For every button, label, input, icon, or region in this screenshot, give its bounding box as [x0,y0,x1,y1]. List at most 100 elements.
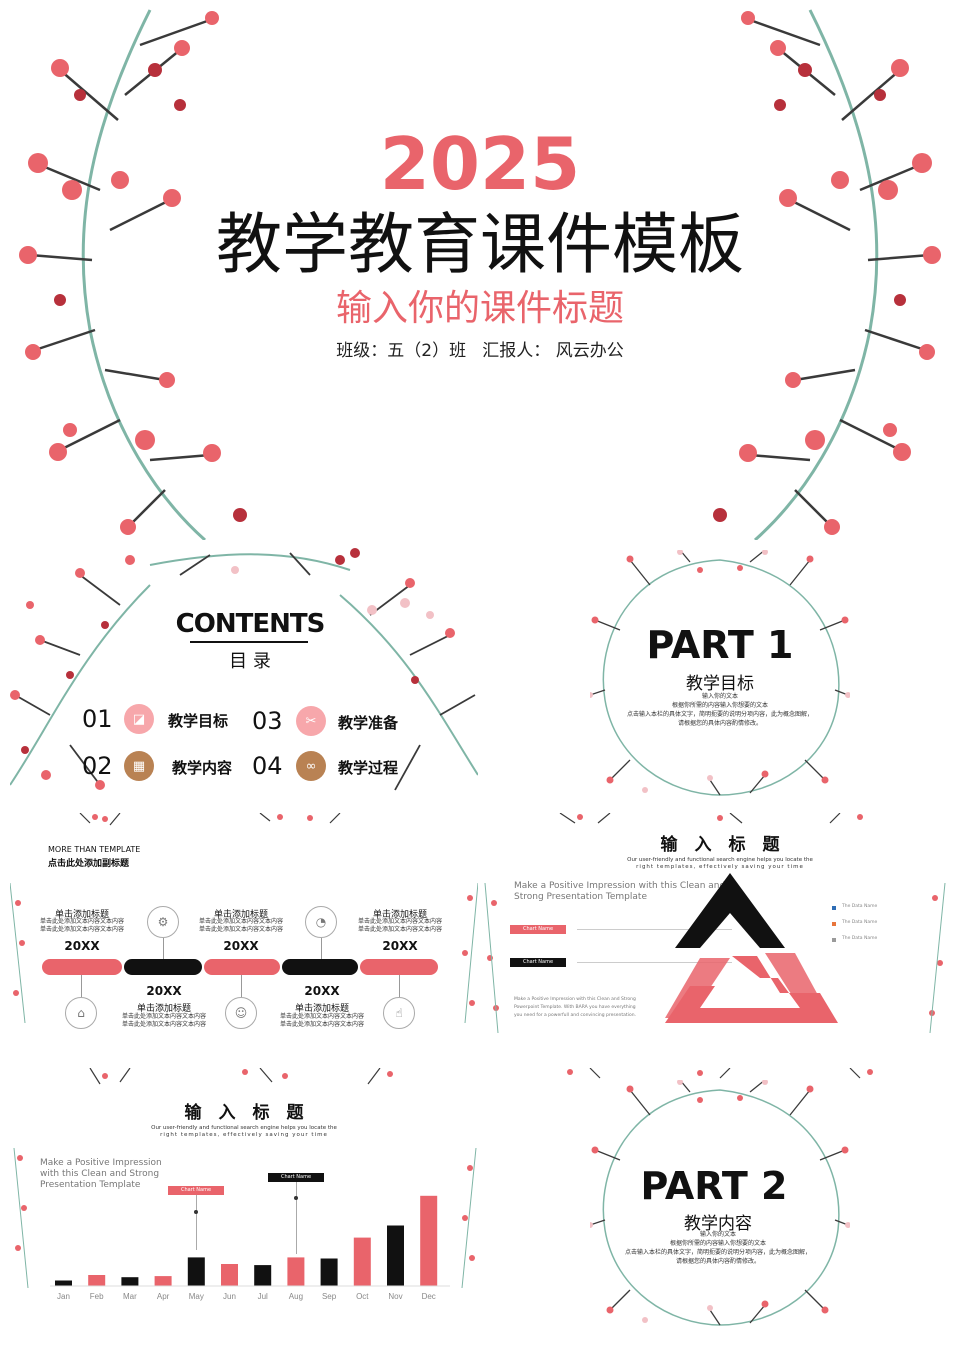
bar-chip-2-dot [294,1196,298,1200]
thumbs-up-icon: ☝ [395,1006,403,1020]
triangle-title: 输 入 标 题 [660,835,780,855]
triangle-legend-1: The Data Name [842,904,878,909]
bar-mar [121,1277,139,1286]
timeline-connector-bottom-2 [241,975,242,997]
triangle-top-branches [559,813,863,824]
bar-nov [387,1225,404,1286]
triangle-desc-1: Our user-friendly and functional search … [627,857,813,863]
timeline-icon-bottom-1: ⌂ [65,997,97,1029]
part2-wreath [590,1080,850,1326]
timeline-top-year-2: 20XX [223,939,259,953]
contents-label-01[interactable]: 教学目标 [168,712,229,730]
bar-chip-2-line [296,1182,297,1254]
user-icon: ☺ [234,1006,248,1020]
contents-icon-04: ∞ [296,751,326,781]
bar-top-branches [89,1068,393,1085]
triangle-graphic [665,873,838,1023]
timeline-top-year-3: 20XX [382,939,418,953]
bar-apr [154,1276,172,1286]
part2-line1: 输入你的文本 [699,1231,736,1238]
timeline-top-desc-3a: 单击此处添加文本内容文本内容 [357,918,442,925]
timeline-slide[interactable]: MORE THAN TEMPLATE 点击此处添加副标题 单击添加标题 单击此处… [10,813,478,1048]
triangle-body-2: Powerpoint Template. With BARA you have … [514,1005,636,1010]
tick-label-nov: Nov [388,1292,402,1301]
bar-side-branches [13,1148,477,1288]
tick-label-feb: Feb [90,1292,104,1301]
timeline-segment-3 [204,959,280,975]
timeline-top-year-1: 20XX [64,939,100,953]
timeline-bottom-year-2: 20XX [304,984,340,998]
home-icon: ⌂ [77,1006,85,1020]
timeline-top-label-1: 单击添加标题 [54,910,109,920]
bar-dec [420,1195,438,1286]
part1-slide[interactable]: PART 1 教学目标 输入你的文本 根据你所需的内容输入你想要的文本 点击输入… [490,545,950,807]
settings-icon: ⚙ [157,915,169,929]
cover-slide[interactable]: 2025 教学教育课件模板 输入你的课件标题 班级：五（2）班 汇报人： 风云办… [0,0,960,540]
triangle-chip-2-line [577,962,732,963]
triangle-legend-2: The Data Name [842,920,878,925]
tools-icon: ✂ [305,713,317,729]
timeline-connector-top-1 [163,938,164,960]
part1-line1: 输入你的文本 [701,693,738,700]
tick-label-mar: Mar [123,1292,137,1301]
timeline-icon-top-1: ⚙ [147,906,179,938]
bar-desc-2: right templates, effectively saving your… [160,1132,328,1138]
timeline-top-label-3: 单击添加标题 [372,910,427,920]
part1-line4: 请根据您的具体内容酌情修改。 [677,720,762,727]
bar-slide[interactable]: 输 入 标 题 Our user-friendly and functional… [10,1068,478,1336]
tick-label-jul: Jul [258,1292,268,1301]
part2-subtitle: 教学内容 [684,1214,752,1234]
triangle-chip-1: Chart Name [510,925,566,934]
part2-slide[interactable]: PART 2 教学内容 输入你的文本 根据你所需的内容输入你想要的文本 点击输入… [490,1068,950,1336]
bar-sep [320,1258,338,1286]
triangle-body-1: Make a Positive Impression with this Cle… [514,997,636,1002]
timeline-bottom-desc-2a: 单击此处添加文本内容文本内容 [279,1013,364,1020]
timeline-top-desc-2a: 单击此处添加文本内容文本内容 [198,918,283,925]
badge-icon: ◪ [132,711,146,727]
timeline-connector-bottom-3 [399,975,400,997]
part2-line2: 根据你所需的内容输入你想要的文本 [669,1240,766,1247]
part2-line4: 请根据您的具体内容酌情修改。 [675,1258,760,1265]
bar-jul [254,1265,272,1286]
timeline-bottom-desc-2b: 单击此处添加文本内容文本内容 [279,1021,364,1028]
timeline-top-desc-2b: 单击此处添加文本内容文本内容 [198,926,283,933]
cover-wreath-right [713,9,941,540]
timeline-top-desc-1a: 单击此处添加文本内容文本内容 [39,918,124,925]
triangle-side-branches [484,883,946,1033]
bar-chip-1: Chart Name [168,1186,224,1195]
timeline-top-desc-1b: 单击此处添加文本内容文本内容 [39,926,124,933]
contents-label-04[interactable]: 教学过程 [338,759,399,777]
contents-icon-03: ✂ [296,706,326,736]
timeline-subheader: 点击此处添加副标题 [48,859,130,869]
timeline-connector-top-2 [321,938,322,960]
cover-wreath-left [19,9,247,540]
timeline-segment-2 [124,959,202,975]
triangle-slide[interactable]: 输 入 标 题 Our user-friendly and functional… [480,813,950,1048]
tick-label-sep: Sep [322,1292,337,1301]
timeline-bottom-desc-1a: 单击此处添加文本内容文本内容 [121,1013,206,1020]
bar-lead-1: Make a Positive Impression [40,1158,162,1168]
contents-slide[interactable]: CONTENTS 目 录 01 ◪ 教学目标 03 ✂ 教学准备 02 ▦ 教学… [10,545,478,807]
triangle-desc-2: right templates, effectively saving your… [636,864,804,870]
contents-title: CONTENTS [175,609,326,639]
part1-title: PART 1 [646,623,794,667]
triangle-legend-swatch-1 [832,906,836,910]
bar-lead-2: with this Clean and Strong [40,1169,160,1179]
triangle-legend-swatch-3 [832,938,836,942]
contents-icon-01: ◪ [124,704,154,734]
tick-label-apr: Apr [157,1292,170,1301]
calculator-icon: ▦ [132,758,146,774]
bar-aug [287,1257,305,1286]
contents-num-04: 04 [252,752,283,780]
triangle-body-3: you need for a powerfull and convincing … [514,1013,636,1018]
contents-label-03[interactable]: 教学准备 [338,714,399,732]
bar-oct [353,1237,371,1286]
tick-label-may: May [189,1292,204,1301]
timeline-bottom-year-1: 20XX [146,984,182,998]
bar-chip-1-line [196,1195,197,1250]
cover-subtitle: 输入你的课件标题 [335,288,624,329]
contents-label-02[interactable]: 教学内容 [172,759,233,777]
timeline-top-label-2: 单击添加标题 [213,910,268,920]
contents-title-underline [190,641,308,643]
